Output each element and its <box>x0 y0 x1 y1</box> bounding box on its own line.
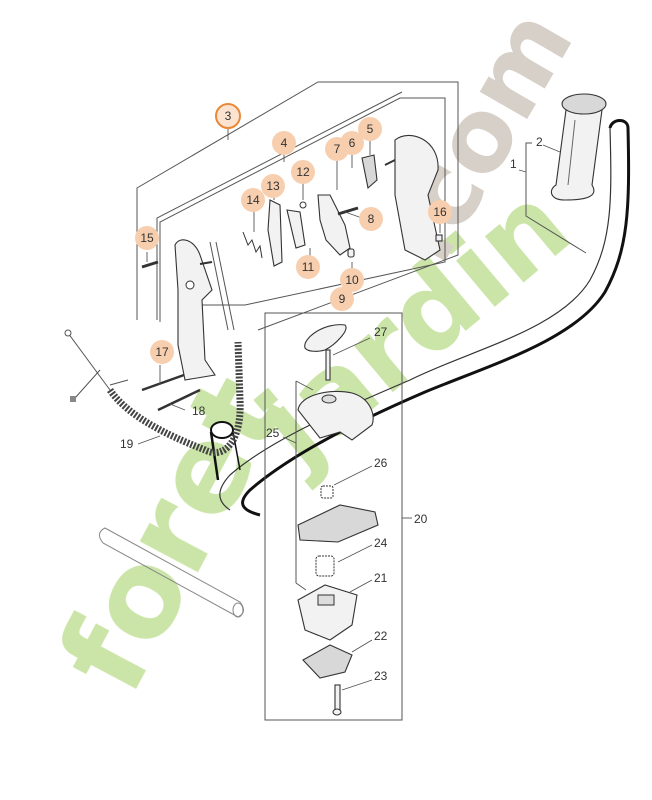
callout-label: 13 <box>266 179 280 193</box>
callout-label: 10 <box>345 273 359 287</box>
callout-4[interactable]: 4 <box>272 131 296 155</box>
callout-25[interactable]: 25 <box>266 426 280 440</box>
callout-18[interactable]: 18 <box>192 404 206 418</box>
callout-label: 4 <box>281 136 288 150</box>
callout-label: 12 <box>296 165 310 179</box>
callout-19[interactable]: 19 <box>120 437 134 451</box>
callout-label: 17 <box>155 345 169 359</box>
lower-parts <box>297 324 379 716</box>
callout-label: 5 <box>367 122 374 136</box>
callout-label: 7 <box>334 142 341 156</box>
callout-2[interactable]: 2 <box>536 135 543 149</box>
callout-20[interactable]: 20 <box>414 512 428 526</box>
callout-label: 6 <box>349 136 356 150</box>
callout-15[interactable]: 15 <box>135 226 159 250</box>
callout-24[interactable]: 24 <box>374 536 388 550</box>
callout-22[interactable]: 22 <box>374 629 388 643</box>
callout-17[interactable]: 17 <box>150 340 174 364</box>
callout-label: 15 <box>140 231 154 245</box>
callout-10[interactable]: 10 <box>340 268 364 292</box>
callout-12[interactable]: 12 <box>291 160 315 184</box>
cable-harness-part-19 <box>64 329 244 456</box>
callout-label: 14 <box>246 193 260 207</box>
callout-11[interactable]: 11 <box>296 255 320 279</box>
callout-8[interactable]: 8 <box>359 207 383 231</box>
leader-lines <box>137 127 561 691</box>
callout-label: 3 <box>225 109 232 123</box>
grip-part-2 <box>550 93 607 201</box>
callout-27[interactable]: 27 <box>374 325 388 339</box>
callout-label: 9 <box>339 292 346 306</box>
callouts: 3 4 5 6 7 8 9 10 <box>120 103 543 683</box>
callout-26[interactable]: 26 <box>374 456 388 470</box>
callout-9[interactable]: 9 <box>330 287 354 311</box>
callout-5[interactable]: 5 <box>358 117 382 141</box>
callout-21[interactable]: 21 <box>374 571 388 585</box>
callout-7[interactable]: 7 <box>325 137 349 161</box>
callout-14[interactable]: 14 <box>241 188 265 212</box>
ghost-tube <box>99 527 244 618</box>
callout-13[interactable]: 13 <box>261 174 285 198</box>
handlebar-tube <box>209 119 631 517</box>
assembly-frames <box>136 81 587 721</box>
callout-label: 8 <box>368 212 375 226</box>
handle-parts <box>141 134 443 412</box>
callout-3[interactable]: 3 <box>215 103 241 129</box>
callout-label: 16 <box>433 205 447 219</box>
callout-label: 11 <box>302 260 315 274</box>
callout-16[interactable]: 16 <box>428 200 452 224</box>
callout-1[interactable]: 1 <box>510 157 517 171</box>
callout-23[interactable]: 23 <box>374 669 388 683</box>
